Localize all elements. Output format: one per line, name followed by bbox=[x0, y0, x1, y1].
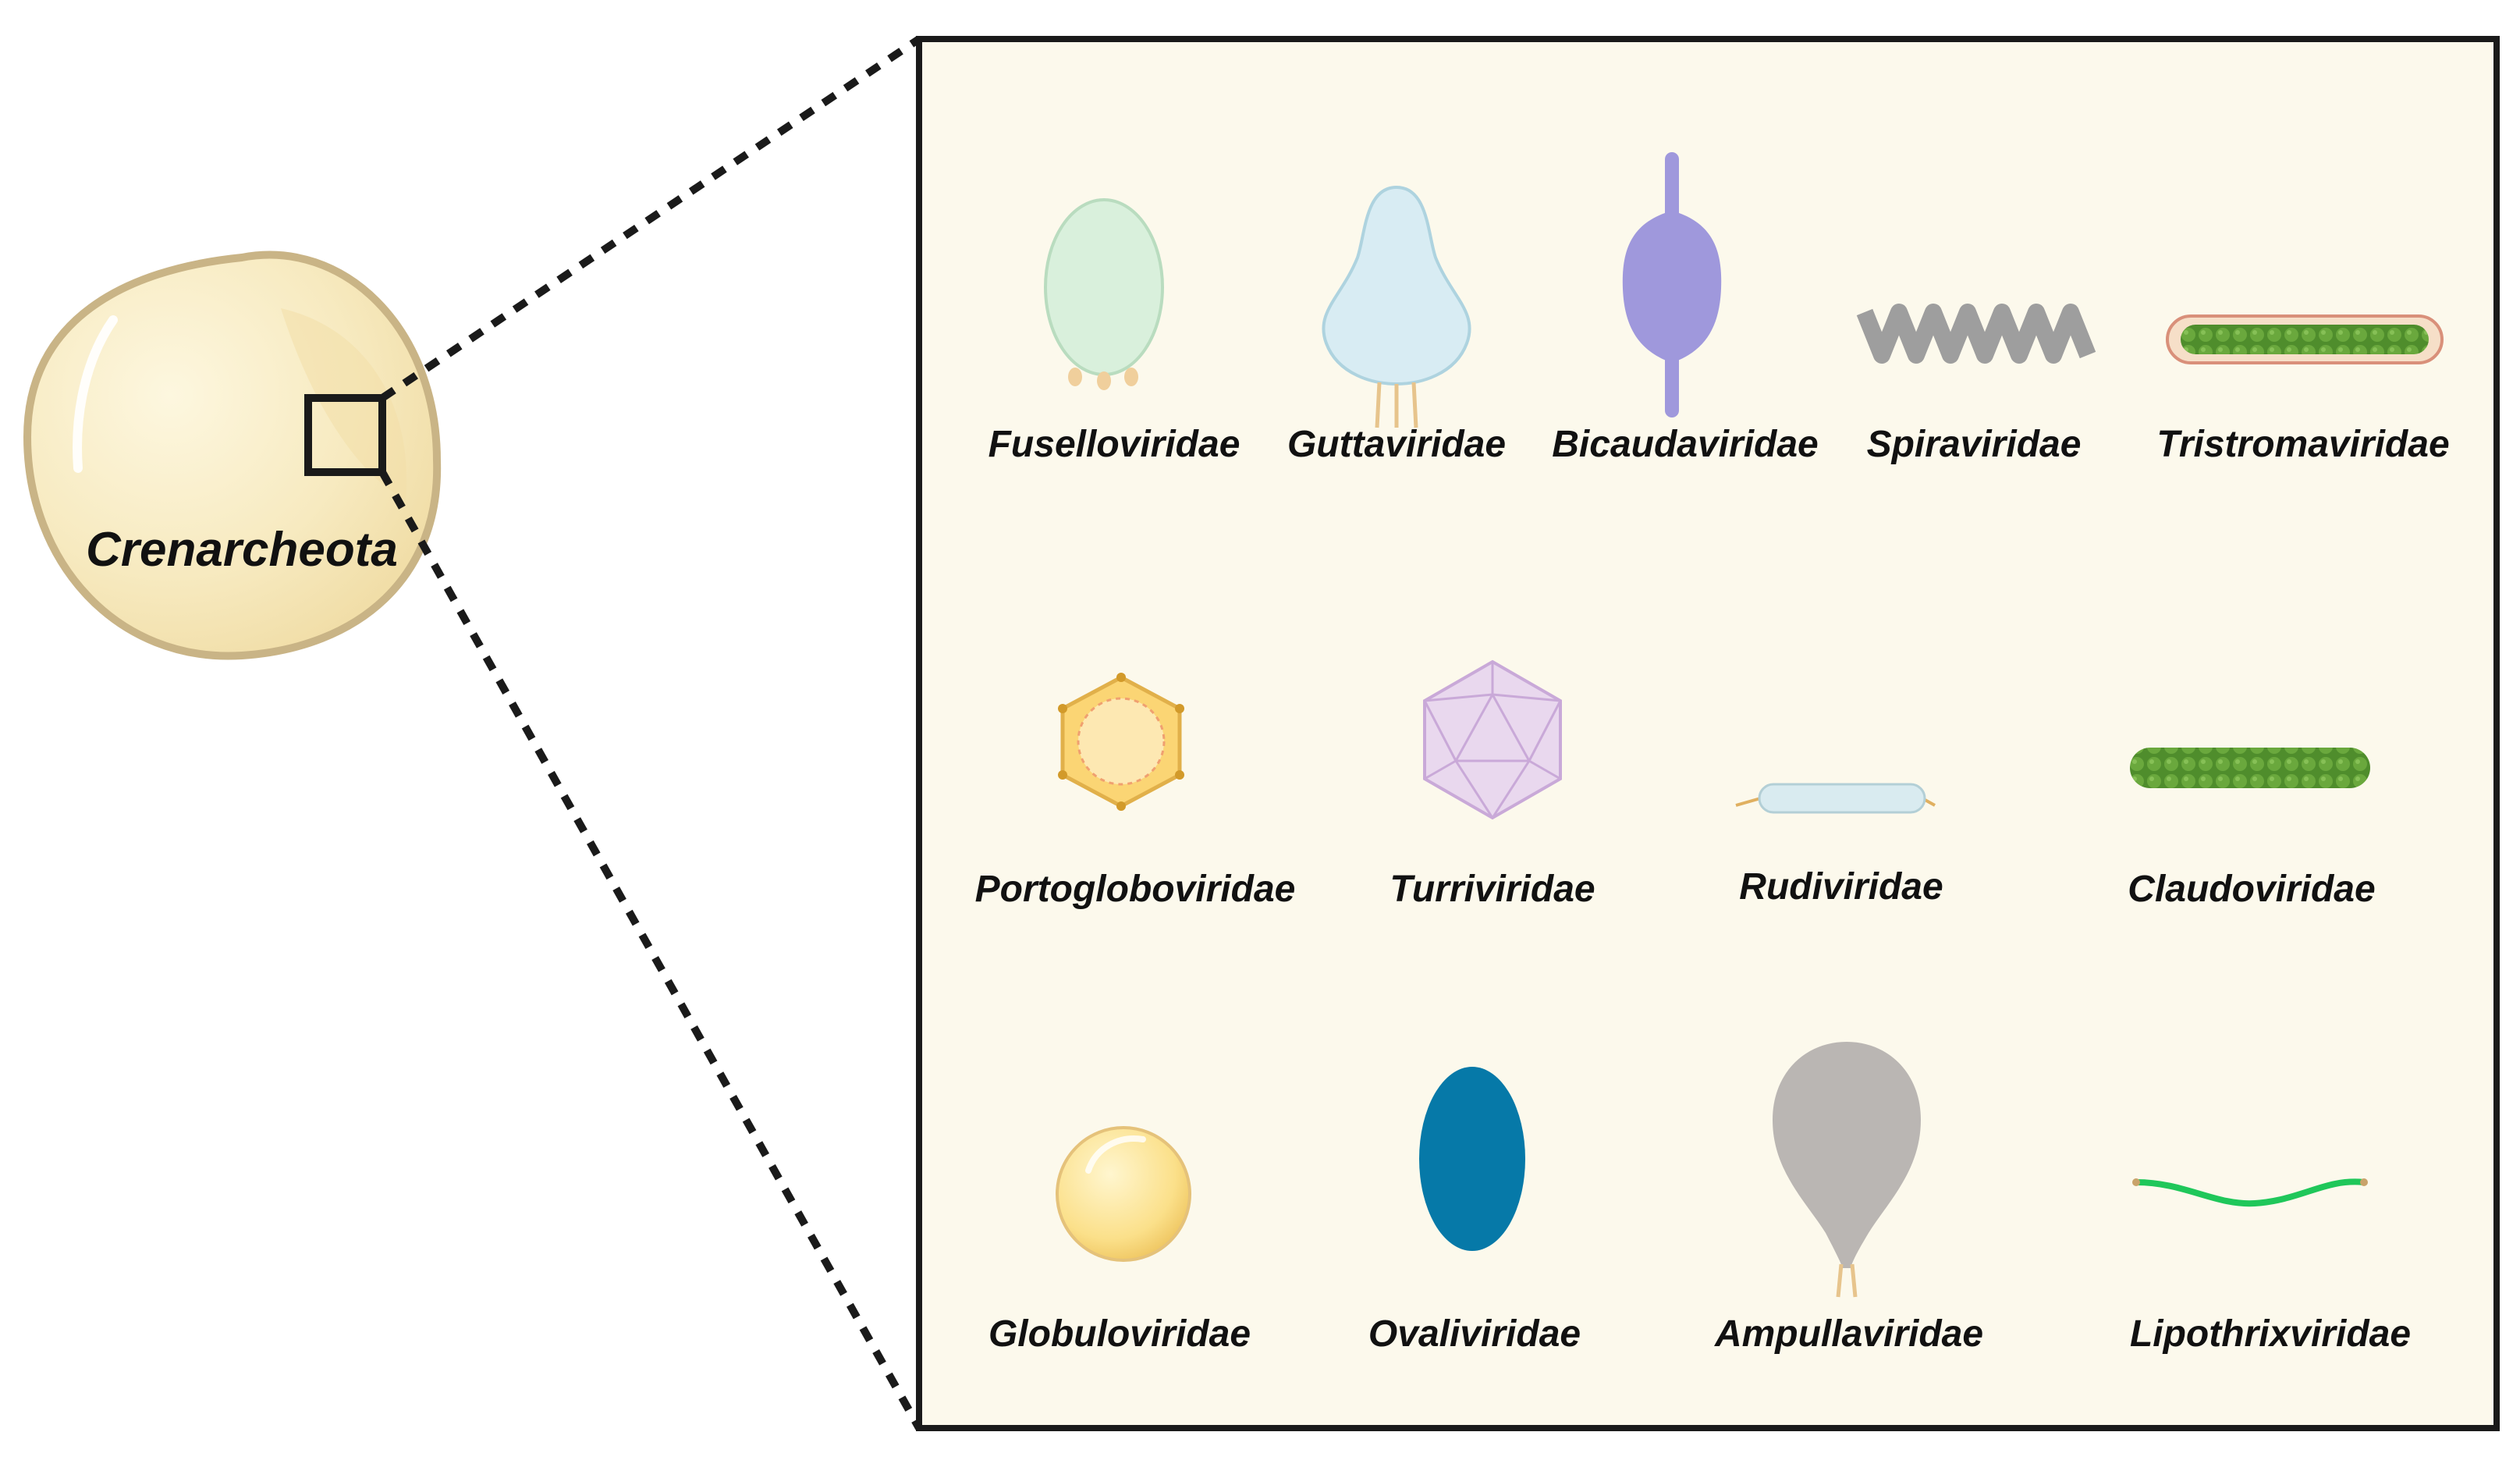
beaded-rod-icon bbox=[2130, 748, 2370, 788]
family-label-fuselloviridae: Fuselloviridae bbox=[988, 424, 1240, 465]
cell-label: Crenarcheota bbox=[86, 523, 398, 577]
filament-virus-icon bbox=[2132, 1178, 2368, 1207]
family-label-portogloboviridae: Portogloboviridae bbox=[975, 869, 1296, 910]
short-rod-icon bbox=[1735, 783, 1936, 814]
family-label-turriviridae: Turriviridae bbox=[1390, 869, 1595, 910]
family-label-claudoviridae: Claudoviridae bbox=[2128, 869, 2375, 910]
family-label-guttaviridae: Guttaviridae bbox=[1287, 424, 1506, 465]
bottle-virus-icon bbox=[1773, 1042, 1921, 1298]
family-label-spiraviridae: Spiraviridae bbox=[1867, 424, 2082, 465]
spherical-virus-icon bbox=[1056, 1126, 1191, 1262]
droplet-virus-icon bbox=[1322, 185, 1471, 428]
spindle-virus-icon bbox=[1044, 198, 1164, 390]
zoom-line-top bbox=[380, 35, 921, 402]
enveloped-rod-icon bbox=[2166, 314, 2444, 364]
zoom-line-bottom bbox=[378, 470, 923, 1430]
family-label-ampullaviridae: Ampullaviridae bbox=[1714, 1313, 1983, 1355]
zoom-region-box bbox=[304, 394, 386, 476]
family-label-bicaudaviridae: Bicaudaviridae bbox=[1552, 424, 1818, 465]
hexagonal-capsid-icon bbox=[1058, 673, 1184, 811]
oval-virus-icon bbox=[1419, 1067, 1525, 1251]
two-tailed-spindle-icon bbox=[1622, 152, 1722, 417]
family-label-globuloviridae: Globuloviridae bbox=[988, 1313, 1251, 1355]
coil-virus-icon bbox=[1856, 304, 2096, 364]
family-label-ovaliviridae: Ovaliviridae bbox=[1368, 1313, 1581, 1355]
family-label-rudiviridae: Rudiviridae bbox=[1739, 866, 1943, 908]
icosahedral-capsid-icon bbox=[1423, 659, 1562, 820]
archaeal-cell bbox=[23, 250, 442, 660]
family-label-tristromaviridae: Tristromaviridae bbox=[2156, 424, 2449, 465]
family-label-lipothrixviridae: Lipothrixviridae bbox=[2130, 1313, 2411, 1355]
